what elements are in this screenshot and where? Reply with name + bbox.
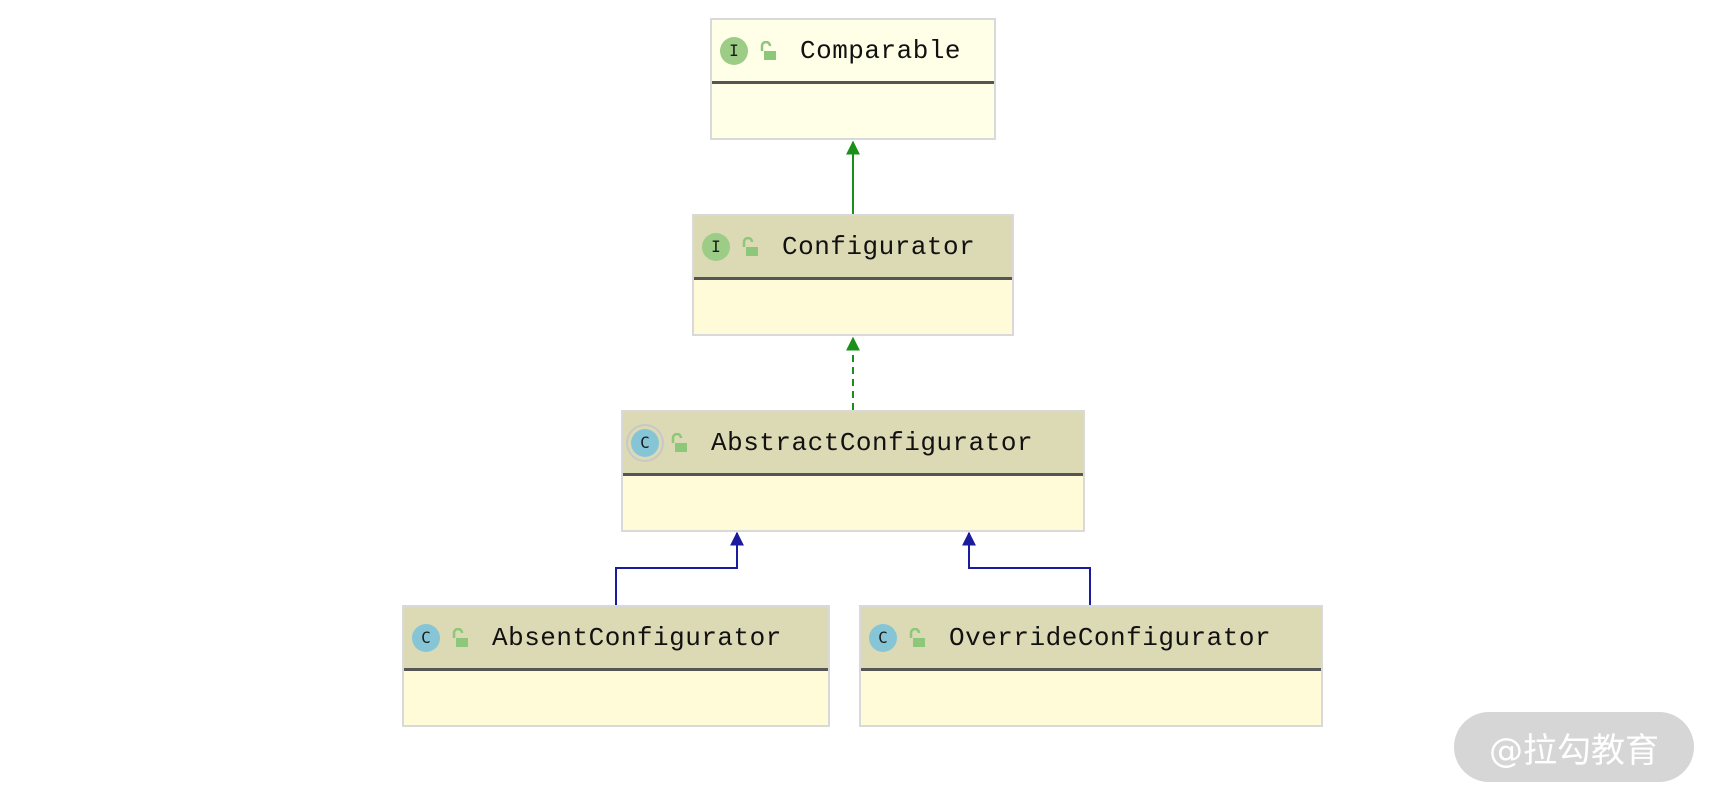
class-name: AbstractConfigurator xyxy=(711,427,1034,458)
class-node-members xyxy=(404,671,828,723)
class-node-members xyxy=(861,671,1321,723)
unlocked-padlock-icon xyxy=(452,627,468,647)
class-node-abstract-configurator[interactable]: C AbstractConfigurator xyxy=(621,410,1085,532)
class-node-header: I Configurator xyxy=(694,216,1012,280)
edge-override-extends-abstract xyxy=(962,531,1091,605)
class-name: Comparable xyxy=(800,35,962,66)
class-node-members xyxy=(694,280,1012,332)
class-node-header: C OverrideConfigurator xyxy=(861,607,1321,671)
class-node-members xyxy=(712,84,994,136)
interface-icon: I xyxy=(702,232,730,261)
class-node-header: C AbsentConfigurator xyxy=(404,607,828,671)
class-node-absent-configurator[interactable]: C AbsentConfigurator xyxy=(402,605,830,727)
class-node-header: C AbstractConfigurator xyxy=(623,412,1083,476)
interface-icon: I xyxy=(720,36,748,65)
class-node-header: I Comparable xyxy=(712,20,994,84)
class-node-configurator[interactable]: I Configurator xyxy=(692,214,1014,336)
class-node-override-configurator[interactable]: C OverrideConfigurator xyxy=(859,605,1323,727)
watermark-badge: @拉勾教育 xyxy=(1454,712,1694,782)
unlocked-padlock-icon xyxy=(760,40,776,60)
class-icon: C xyxy=(869,623,897,652)
abstract-class-icon: C xyxy=(631,428,659,457)
edge-absent-extends-abstract xyxy=(615,531,744,605)
class-name: Configurator xyxy=(782,231,976,262)
unlocked-padlock-icon xyxy=(671,432,687,452)
class-node-members xyxy=(623,476,1083,528)
unlocked-padlock-icon xyxy=(742,236,758,256)
class-node-comparable[interactable]: I Comparable xyxy=(710,18,996,140)
class-name: OverrideConfigurator xyxy=(949,622,1272,653)
class-icon: C xyxy=(412,623,440,652)
unlocked-padlock-icon xyxy=(909,627,925,647)
class-name: AbsentConfigurator xyxy=(492,622,782,653)
